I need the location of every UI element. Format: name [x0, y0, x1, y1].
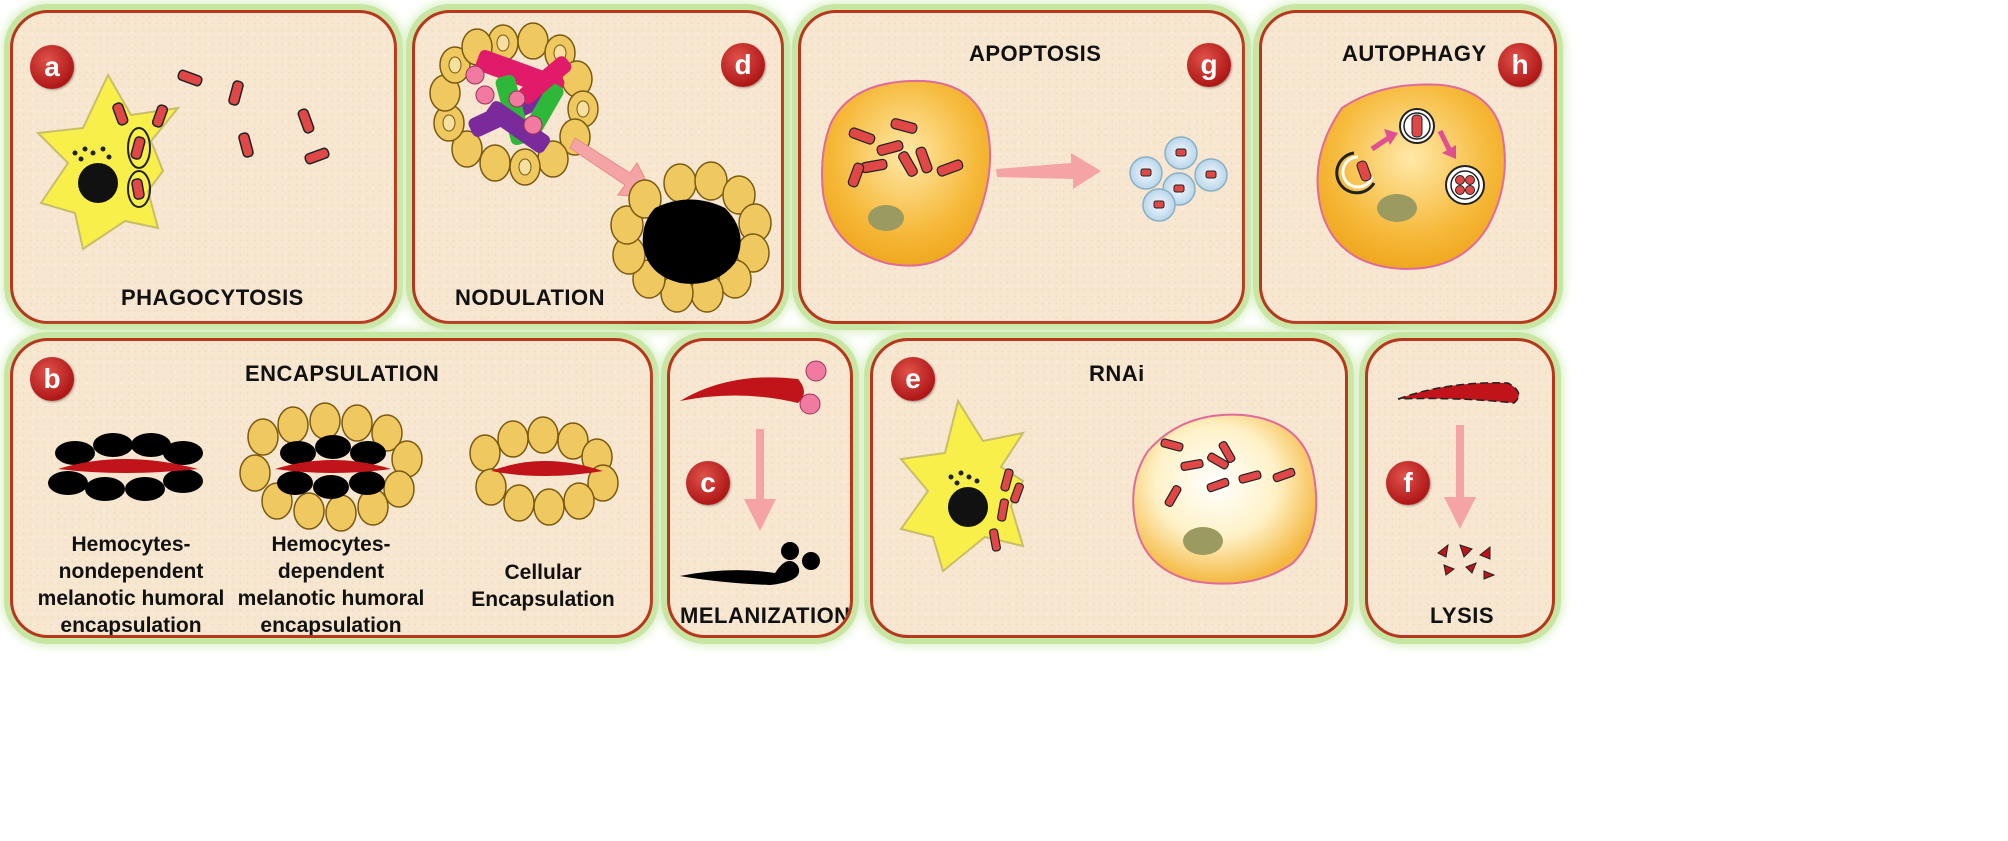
title-rnai: RNAi	[1089, 361, 1145, 386]
panel-phagocytosis: a PHAGOCYTOSIS	[10, 10, 397, 324]
badge-c: c	[686, 461, 730, 505]
panel-encapsulation: b ENCAPSULATION Hemocytes- nondependent …	[10, 338, 653, 638]
badge-e: e	[891, 357, 935, 401]
panel-lysis: f LYSIS	[1365, 338, 1555, 638]
apoptosis-illustration	[821, 79, 1228, 267]
panel-apoptosis: APOPTOSIS g	[798, 10, 1245, 324]
panel-melanization: c MELANIZATION	[667, 338, 853, 638]
caption-cellular: Cellular Encapsulation	[471, 561, 615, 611]
title-phagocytosis: PHAGOCYTOSIS	[121, 285, 304, 310]
rnai-illustration	[899, 398, 1318, 585]
badge-d: d	[721, 43, 765, 87]
title-apoptosis: APOPTOSIS	[969, 41, 1102, 66]
autophagy-illustration	[1316, 83, 1506, 270]
badge-g: g	[1187, 43, 1231, 87]
panel-nodulation: d NODULATION	[412, 10, 784, 324]
title-autophagy: AUTOPHAGY	[1342, 41, 1487, 66]
badge-a: a	[30, 45, 74, 89]
panel-rnai: e RNAi	[870, 338, 1348, 638]
badge-f: f	[1386, 461, 1430, 505]
badge-b: b	[30, 357, 74, 401]
title-encapsulation: ENCAPSULATION	[245, 361, 440, 386]
title-melanization: MELANIZATION	[680, 603, 851, 628]
caption-dependent: Hemocytes- dependent melanotic humoral e…	[237, 533, 425, 637]
caption-nondependent: Hemocytes- nondependent melanotic humora…	[37, 533, 225, 637]
title-nodulation: NODULATION	[455, 285, 606, 310]
title-lysis: LYSIS	[1430, 603, 1495, 628]
melanization-illustration	[680, 360, 827, 585]
nodulation-illustration	[429, 22, 772, 313]
lysis-illustration	[1397, 382, 1520, 580]
panel-autophagy: AUTOPHAGY h	[1259, 10, 1557, 324]
badge-h: h	[1498, 43, 1542, 87]
encapsulation-illustration	[48, 402, 619, 532]
phagocyte-illustration	[35, 69, 330, 251]
